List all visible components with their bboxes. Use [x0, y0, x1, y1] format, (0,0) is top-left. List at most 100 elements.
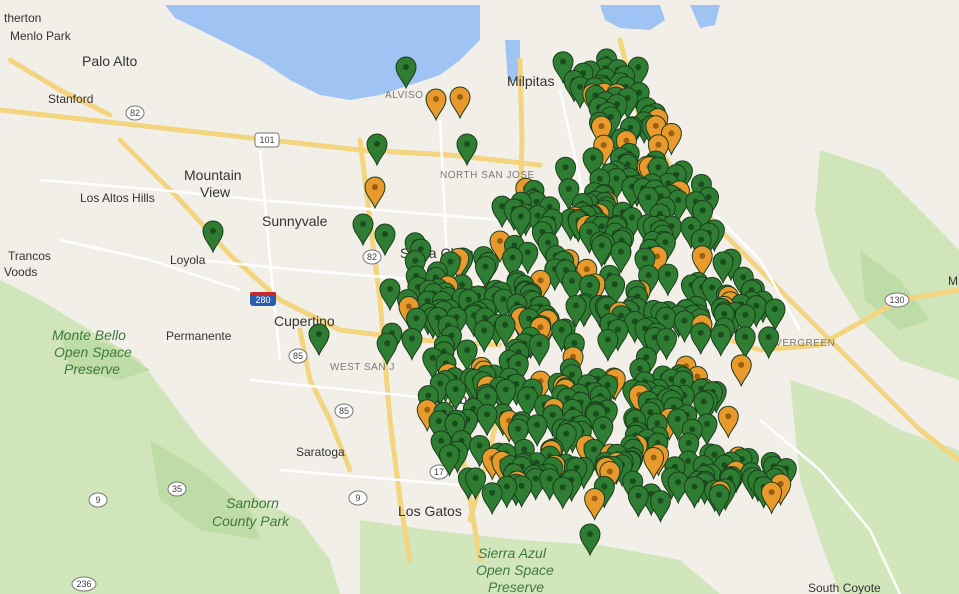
map-pin-green[interactable] [592, 416, 614, 450]
map-pin-green[interactable] [597, 329, 619, 362]
map-pin-green[interactable] [510, 205, 532, 239]
map-pin-green[interactable] [476, 403, 498, 437]
shield-85-b: 85 [334, 403, 354, 419]
map-pin-green[interactable] [308, 323, 330, 357]
shield-85-a: 85 [288, 348, 308, 364]
map-pin-green[interactable] [627, 485, 649, 519]
map-pin-green[interactable] [656, 327, 678, 361]
map-pin-green[interactable] [579, 523, 601, 557]
map-pin-green[interactable] [649, 490, 671, 524]
map-pin-green[interactable] [507, 418, 529, 452]
map-pin-green[interactable] [734, 326, 756, 360]
shield-9-a: 9 [88, 492, 108, 508]
map-pin-green[interactable] [604, 274, 626, 307]
map-pin-green[interactable] [379, 278, 401, 312]
label-los-gatos: Los Gatos [398, 503, 462, 519]
map-pin-green[interactable] [438, 443, 460, 477]
map-pin-green[interactable] [406, 307, 428, 341]
map-markers [202, 48, 797, 557]
shield-236: 236 [71, 576, 97, 592]
map-pin-green[interactable] [502, 246, 524, 280]
label-palo-alto: Palo Alto [82, 53, 137, 69]
map-pin-green[interactable] [552, 476, 574, 510]
map-pin-green[interactable] [690, 322, 712, 356]
map-pin-green[interactable] [555, 156, 577, 190]
label-milpitas: Milpitas [507, 73, 554, 89]
map-pin-green[interactable] [366, 133, 388, 167]
label-los-altos-hills: Los Altos Hills [80, 191, 155, 205]
map-pin-orange[interactable] [364, 176, 386, 210]
map-pin-green[interactable] [517, 241, 539, 275]
label-edge-m: M [948, 274, 958, 288]
svg-text:130: 130 [889, 295, 904, 305]
label-north-san-jose: NORTH SAN JOSE [440, 170, 535, 181]
svg-text:17: 17 [434, 467, 444, 477]
map-pin-green[interactable] [657, 263, 679, 297]
map-pin-orange[interactable] [730, 354, 752, 388]
map-pin-green[interactable] [202, 220, 224, 254]
map-pin-green[interactable] [401, 327, 423, 361]
map-pin-green[interactable] [591, 235, 613, 268]
shield-101: 101 [254, 132, 280, 148]
map-pin-orange[interactable] [425, 88, 447, 122]
map-pin-green[interactable] [352, 213, 374, 247]
map-pin-orange[interactable] [449, 86, 471, 120]
map-pin-green[interactable] [456, 339, 478, 373]
label-sierra-azul-3: Preserve [488, 579, 544, 594]
map-pin-green[interactable] [561, 270, 583, 304]
label-permanente: Permanente [166, 329, 232, 343]
svg-text:35: 35 [172, 484, 182, 494]
map-pin-green[interactable] [610, 241, 632, 275]
map-pin-green[interactable] [683, 475, 705, 509]
label-south-coyote: South Coyote [808, 581, 881, 594]
map-pin-green[interactable] [374, 223, 396, 257]
label-sunnyvale: Sunnyvale [262, 213, 328, 229]
shield-9-b: 9 [348, 490, 368, 506]
map-pin-green[interactable] [445, 378, 467, 412]
map-pin-green[interactable] [494, 314, 516, 348]
minor-roads [39, 89, 902, 594]
svg-text:280: 280 [255, 295, 270, 305]
map-pin-green[interactable] [693, 390, 715, 424]
map-pin-orange[interactable] [643, 447, 665, 480]
label-mountain-view-1: Mountain [184, 167, 242, 183]
shield-82-b: 82 [362, 249, 382, 265]
map-pin-green[interactable] [474, 255, 496, 289]
map-pin-green[interactable] [758, 326, 780, 360]
label-sanborn-1: Sanborn [226, 495, 279, 511]
label-evergreen: EVERGREEN [768, 338, 835, 349]
map-pin-orange[interactable] [584, 488, 606, 521]
map-pin-green[interactable] [528, 333, 550, 367]
map-pin-green[interactable] [708, 483, 730, 517]
map-pin-green[interactable] [481, 482, 503, 516]
map-pin-orange[interactable] [590, 115, 612, 149]
map-pin-green[interactable] [495, 378, 517, 412]
map-pin-green[interactable] [395, 56, 417, 90]
map-pin-green[interactable] [701, 276, 723, 310]
map-pin-orange[interactable] [761, 481, 783, 515]
map-pin-green[interactable] [565, 295, 587, 328]
map-pin-green[interactable] [764, 298, 786, 332]
map-pin-green[interactable] [582, 147, 604, 181]
map-pin-orange[interactable] [717, 405, 739, 439]
map-pin-green[interactable] [674, 310, 696, 344]
map-pin-green[interactable] [526, 414, 548, 448]
map-pin-green[interactable] [710, 324, 732, 358]
map-pin-green[interactable] [712, 251, 734, 285]
label-sanborn-2: County Park [212, 513, 290, 529]
shield-280: 280 [250, 292, 276, 306]
map-pin-orange[interactable] [599, 461, 621, 494]
map-pin-green[interactable] [376, 332, 398, 366]
map-pin-orange[interactable] [691, 245, 713, 279]
label-trancos-1: Trancos [8, 249, 51, 263]
map-pin-green[interactable] [678, 432, 700, 466]
map-pin-green[interactable] [456, 133, 478, 167]
svg-text:85: 85 [339, 406, 349, 416]
map-pin-green[interactable] [465, 467, 487, 501]
map-pin-green[interactable] [473, 320, 495, 353]
svg-text:85: 85 [293, 351, 303, 361]
map-pin-green[interactable] [734, 304, 756, 338]
svg-text:101: 101 [259, 135, 274, 145]
map-pin-green[interactable] [593, 475, 615, 509]
